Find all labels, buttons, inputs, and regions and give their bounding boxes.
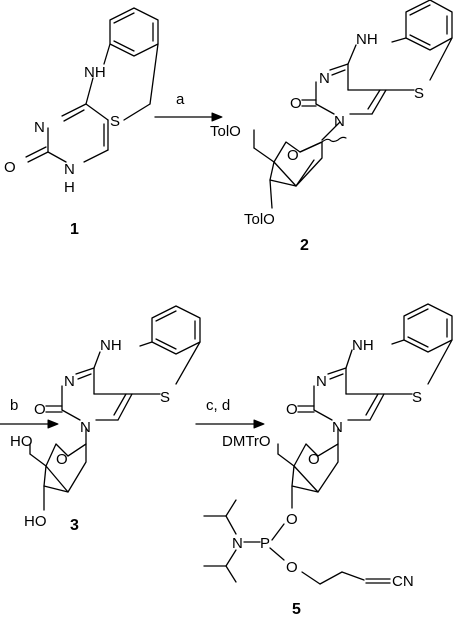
compound-2-structure: NH N S O N O TolO TolO — [210, 0, 453, 228]
c2-n-label: N — [319, 70, 330, 87]
c3-ring-o-label: O — [56, 451, 68, 468]
reaction-arrow-b — [0, 419, 59, 429]
c5-nh-label: NH — [352, 337, 374, 354]
c5-n3-label: N — [332, 419, 343, 436]
reagent-b: b — [10, 397, 18, 414]
c5-s-label: S — [412, 389, 422, 406]
c5-o-p-label: O — [286, 559, 298, 576]
c1-n-label: N — [34, 119, 45, 136]
c1-n3-label: N — [64, 161, 75, 178]
c2-ring-o-label: O — [287, 147, 299, 164]
c5-n-label: N — [316, 373, 327, 390]
c2-s-label: S — [414, 85, 424, 102]
c3-n-label: N — [64, 373, 75, 390]
c2-tolo-top-label: TolO — [210, 123, 241, 140]
compound-5-structure: NH N S O N O DMTrO O P N O CN — [203, 303, 453, 590]
c5-o3-label: O — [286, 511, 298, 528]
c5-p-label: P — [260, 535, 270, 552]
compound-5-label: 5 — [292, 601, 301, 618]
reaction-arrow-cd — [195, 419, 265, 429]
c3-ho-bottom-label: HO — [24, 513, 47, 530]
c3-o-label: O — [34, 401, 46, 418]
c5-ring-o-label: O — [308, 451, 320, 468]
c3-s-label: S — [160, 389, 170, 406]
c5-dmtro-label: DMTrO — [222, 433, 271, 450]
compound-3-label: 3 — [70, 517, 79, 534]
c3-nh-label: NH — [100, 337, 122, 354]
c5-o-label: O — [286, 401, 298, 418]
compound-3-structure: NH N S O N O HO HO — [10, 305, 201, 530]
reaction-arrow-a — [154, 112, 223, 122]
c3-n3-label: N — [80, 419, 91, 436]
compound-1-label: 1 — [70, 221, 79, 238]
reagent-a: a — [176, 91, 185, 108]
c1-h-label: H — [64, 179, 75, 196]
compound-1-structure: NH S N O N H — [4, 7, 159, 196]
c2-tolo-bottom-label: TolO — [244, 211, 275, 228]
c2-n3-label: N — [334, 113, 345, 130]
compound-2-label: 2 — [300, 237, 309, 254]
c1-nh-label: NH — [84, 64, 106, 81]
c5-n-amine-label: N — [232, 535, 243, 552]
c3-ho-top-label: HO — [10, 433, 33, 450]
reagent-cd: c, d — [206, 397, 230, 414]
c2-nh-label: NH — [356, 31, 378, 48]
c2-o-label: O — [290, 95, 302, 112]
c1-o-label: O — [4, 159, 16, 176]
c1-s-label: S — [110, 113, 120, 130]
c5-cn-label: CN — [392, 573, 414, 590]
